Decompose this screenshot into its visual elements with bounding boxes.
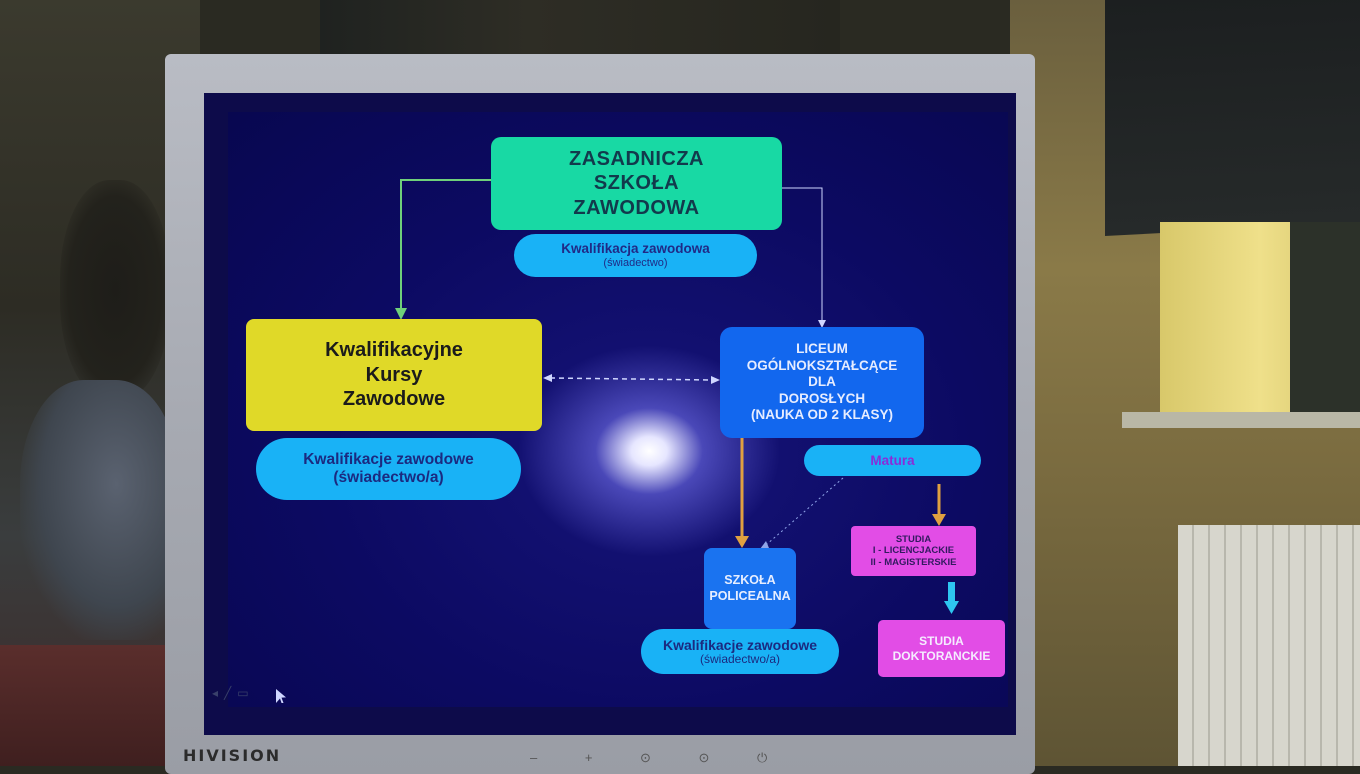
zsz-oval-sub: (świadectwo) xyxy=(603,256,668,269)
kkz-line-3: Zawodowe xyxy=(342,388,446,411)
doktor-line-1: STUDIA xyxy=(919,633,964,648)
window-frame xyxy=(1290,222,1360,412)
studia-line-1: STUDIA xyxy=(895,533,932,545)
mouse-cursor-icon xyxy=(276,689,286,703)
monitor-brand: HIVISION xyxy=(183,746,282,765)
studia-box: STUDIA I - LICENCJACKIE II - MAGISTERSKI… xyxy=(851,526,976,576)
nav-menu-icon[interactable]: ▭ xyxy=(237,686,255,700)
radiator xyxy=(1178,525,1360,766)
lo-line-3: DLA xyxy=(808,374,836,390)
studia-line-3: II - MAGISTERSKIE xyxy=(870,556,957,568)
kkz-line-2: Kursy xyxy=(365,363,423,386)
kkz-oval-sub: (świadectwo/a) xyxy=(333,469,444,486)
sp-kwalifikacje-oval: Kwalifikacje zawodowe (świadectwo/a) xyxy=(641,629,839,674)
zsz-line-1: ZASADNICZA xyxy=(569,147,704,170)
zsz-kwalifikacja-oval: Kwalifikacja zawodowa (świadectwo) xyxy=(514,234,757,277)
coat-rack-shadow xyxy=(60,180,170,400)
szkola-policealna-box: SZKOŁA POLICEALNA xyxy=(704,548,796,629)
slideshow-nav[interactable]: ◂╱▭ xyxy=(212,686,255,700)
kkz-oval-main: Kwalifikacje zawodowe xyxy=(303,451,474,469)
sp-oval-sub: (świadectwo/a) xyxy=(699,651,781,666)
studia-doktoranckie-box: STUDIA DOKTORANCKIE xyxy=(878,620,1005,677)
sp-oval-main: Kwalifikacje zawodowe xyxy=(662,636,818,653)
kwalifikacyjne-kursy-box: Kwalifikacyjne Kursy Zawodowe xyxy=(246,319,542,431)
zsz-line-3: ZAWODOWA xyxy=(573,196,700,219)
matura-label: Matura xyxy=(870,452,915,468)
lo-line-2: OGÓLNOKSZTAŁCĄCE xyxy=(746,357,898,373)
doktor-line-2: DOKTORANCKIE xyxy=(892,648,991,663)
monitor-controls[interactable]: – + ⊙ ⊙ ⏻ xyxy=(530,750,790,765)
zsz-oval-main: Kwalifikacja zawodowa xyxy=(561,241,710,257)
zsz-line-2: SZKOŁA xyxy=(593,172,680,195)
seated-person xyxy=(20,380,180,640)
liceum-box: LICEUM OGÓLNOKSZTAŁCĄCE DLA DOROSŁYCH (N… xyxy=(720,327,924,438)
sp-line-2: POLICEALNA xyxy=(709,588,791,603)
nav-back-icon[interactable]: ◂ xyxy=(212,686,225,700)
studia-line-2: I - LICENCJACKIE xyxy=(872,545,955,557)
nav-pen-icon[interactable]: ╱ xyxy=(224,686,238,700)
sp-line-1: SZKOŁA xyxy=(724,573,776,588)
room-background-top xyxy=(320,0,840,62)
wall-screen-panel xyxy=(1105,0,1360,236)
lo-line-1: LICEUM xyxy=(796,341,848,357)
zasadnicza-szkola-zawodowa-box: ZASADNICZA SZKOŁA ZAWODOWA xyxy=(491,137,782,230)
kkz-kwalifikacje-oval: Kwalifikacje zawodowe (świadectwo/a) xyxy=(256,438,521,500)
lo-line-5: (NAUKA OD 2 KLASY) xyxy=(750,407,893,423)
window-sill xyxy=(1122,412,1360,428)
kkz-line-1: Kwalifikacyjne xyxy=(325,339,463,362)
matura-oval: Matura xyxy=(804,445,981,476)
lo-line-4: DOROSŁYCH xyxy=(778,390,866,406)
